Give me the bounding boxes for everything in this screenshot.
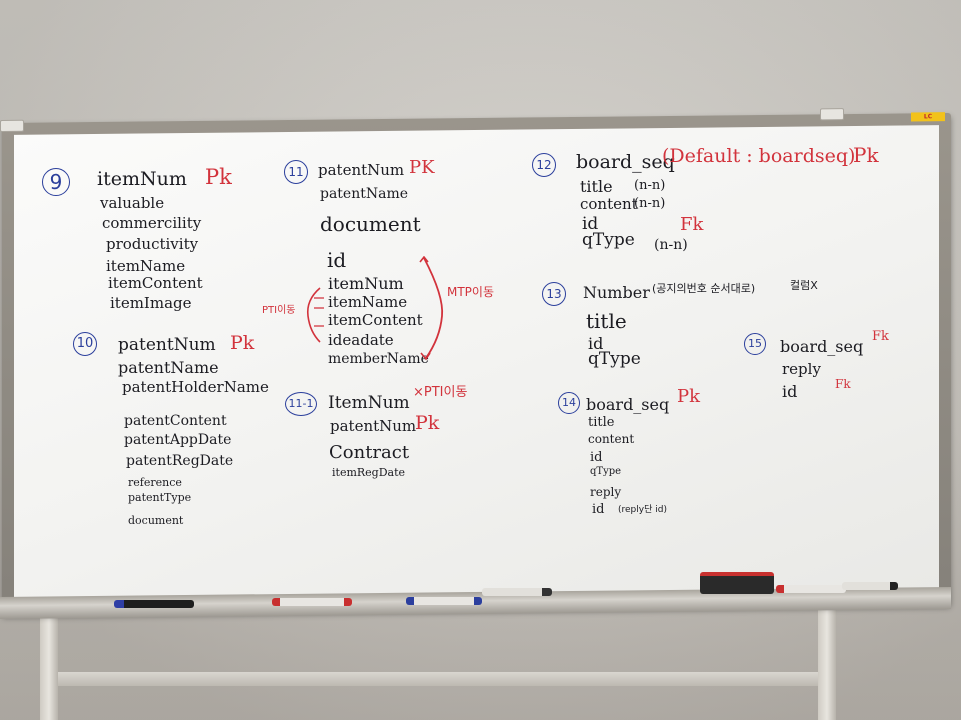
s9-line-4: productivity xyxy=(106,235,199,253)
s11-line-6: itemName xyxy=(328,293,408,311)
stand-leg-right xyxy=(818,598,836,720)
s11-pk: PK xyxy=(409,157,435,178)
s11-1-line-1: ItemNum xyxy=(328,393,410,413)
s13-line-3: qType xyxy=(588,349,641,369)
section-15-number: 15 xyxy=(744,333,766,355)
s12-note-4: (n-n) xyxy=(654,237,688,253)
s15-line-3: id xyxy=(782,382,798,401)
stand-crossbar xyxy=(58,672,818,686)
s12-header-note: (Default : boardseq) xyxy=(662,145,856,167)
s9-line-2: valuable xyxy=(100,194,165,212)
eraser[interactable] xyxy=(700,572,774,594)
s11-line-4: id xyxy=(327,248,347,272)
s14-line-3: content xyxy=(588,432,635,446)
s10-line-2: patentName xyxy=(118,358,219,377)
section-14-number: 14 xyxy=(558,392,580,414)
marker-blue[interactable] xyxy=(406,597,482,605)
s9-line-7: itemImage xyxy=(110,294,192,312)
s10-line-4: patentContent xyxy=(124,413,227,429)
s15-line-1: board_seq xyxy=(780,337,864,356)
s9-pk: Pk xyxy=(205,165,232,189)
s10-line-6: patentRegDate xyxy=(126,453,234,469)
s10-line-9: document xyxy=(128,514,184,527)
s11-line-3: document xyxy=(320,212,421,236)
s15-fk-1: Fk xyxy=(872,329,889,344)
s11-1-line-3: Contract xyxy=(329,442,410,463)
s11-annotation-left: PTI이동 xyxy=(262,305,296,316)
s14-line-4: id xyxy=(590,450,603,465)
s9-line-3: commercility xyxy=(102,214,202,232)
section-11-1-number: 11-1 xyxy=(285,392,317,416)
s11-1-line-4: itemRegDate xyxy=(332,466,406,479)
s11-line-9: memberName xyxy=(328,351,429,367)
s9-line-5: itemName xyxy=(106,257,186,275)
s11-annotation-right: MTP이동 xyxy=(447,285,495,299)
s13-line-1: title xyxy=(586,309,627,333)
s14-note: (reply단 id) xyxy=(618,505,667,515)
s14-pk: Pk xyxy=(677,386,701,407)
section-9-number: 9 xyxy=(42,168,70,196)
s13-line-2: id xyxy=(588,334,604,353)
marker-black-right[interactable] xyxy=(842,582,898,590)
board-clip-right xyxy=(820,108,844,121)
section-11-number: 11 xyxy=(284,160,308,184)
s12-note-1: (n-n) xyxy=(634,178,666,193)
s10-line-5: patentAppDate xyxy=(124,432,232,448)
s10-line-1: patentNum xyxy=(118,335,216,355)
s10-line-7: reference xyxy=(128,476,182,489)
s11-line-2: patentName xyxy=(320,186,409,202)
s11-line-1: patentNum xyxy=(318,161,405,179)
s11-1-annotation: ×PTI이동 xyxy=(413,385,468,400)
section-12-number: 12 xyxy=(532,153,556,177)
s15-line-2: reply xyxy=(782,360,821,378)
marker-grey[interactable] xyxy=(482,588,552,596)
s11-bracket-left xyxy=(306,287,324,343)
s15-fk-2: Fk xyxy=(835,377,851,391)
s10-pk: Pk xyxy=(230,332,255,354)
s11-1-line-2: patentNum xyxy=(330,417,417,435)
s11-line-7: itemContent xyxy=(328,311,423,329)
s14-line-6: reply xyxy=(590,485,622,499)
s10-line-8: patentType xyxy=(128,491,192,504)
section-10-number: 10 xyxy=(73,332,97,356)
s12-pk: Pk xyxy=(853,143,879,167)
s9-line-6: itemContent xyxy=(108,274,203,292)
s11-line-5: itemNum xyxy=(328,274,404,293)
s12-line-4: qType xyxy=(582,230,635,250)
marker-red[interactable] xyxy=(272,598,352,606)
s10-line-3: patentHolderName xyxy=(122,378,269,396)
s13-header: Number xyxy=(583,283,650,302)
s13-header-note: (공지의번호 순서대로) xyxy=(652,282,756,295)
s14-line-1: board_seq xyxy=(586,395,670,414)
s13-header-tail: 컬럼X xyxy=(790,279,818,292)
s12-line-3: id xyxy=(582,214,599,234)
board-clip-left xyxy=(0,119,24,132)
s12-note-3: Fk xyxy=(680,214,704,235)
s11-bracket-right xyxy=(419,256,444,361)
brand-logo: LC xyxy=(911,112,945,122)
stand-leg-left xyxy=(40,605,58,720)
marker-red-right[interactable] xyxy=(776,585,846,593)
s14-line-7: id xyxy=(592,502,605,517)
s11-line-8: ideadate xyxy=(328,331,394,349)
s12-note-2: (n-n) xyxy=(634,196,666,211)
s14-line-5: qType xyxy=(590,466,622,477)
s14-line-2: title xyxy=(588,415,615,430)
s9-line-1: itemNum xyxy=(97,168,187,190)
section-13-number: 13 xyxy=(542,282,566,306)
s12-header: board_seq xyxy=(576,151,675,173)
s11-1-pk: Pk xyxy=(415,412,440,434)
s12-line-1: title xyxy=(580,177,613,196)
marker-black[interactable] xyxy=(114,600,194,608)
s12-line-2: content xyxy=(580,195,638,213)
